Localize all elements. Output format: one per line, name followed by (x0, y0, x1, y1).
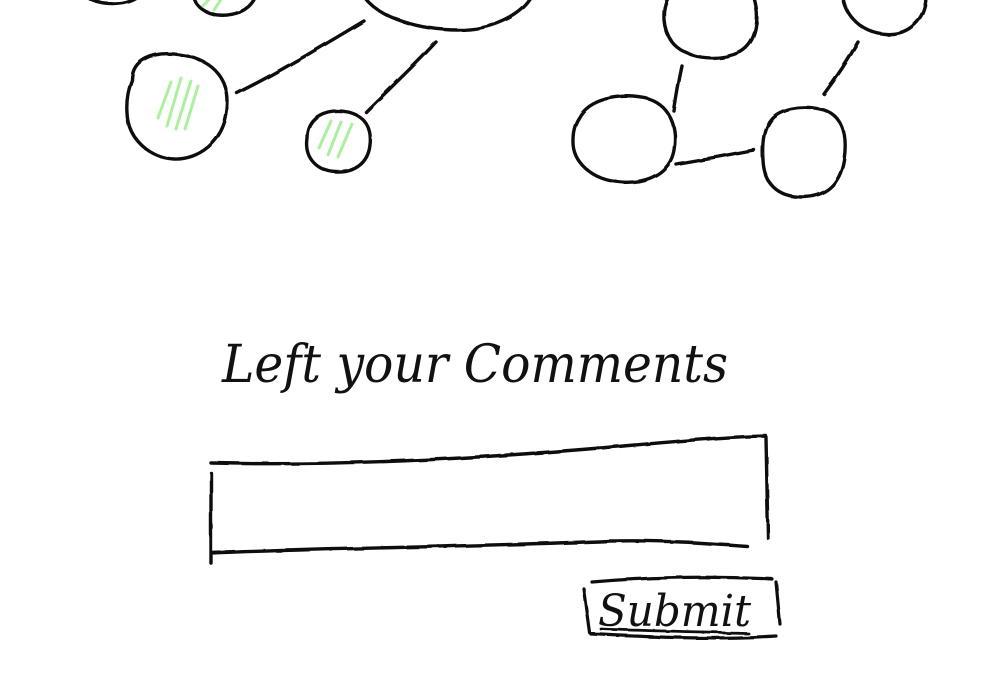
right-top-left-node (662, 0, 759, 60)
highlight-stroke (174, 79, 193, 131)
right-connection-line (672, 64, 684, 113)
highlight-stroke (183, 84, 200, 131)
comment-input[interactable] (209, 434, 770, 565)
submit-button-label: Submit (598, 586, 751, 637)
highlight-stroke (165, 76, 183, 128)
submit-button-border (582, 575, 782, 640)
right-node-bottom-right (760, 105, 847, 199)
right-connection-line (822, 40, 860, 96)
highlight-stroke (317, 119, 333, 150)
highlight-stroke (156, 80, 173, 120)
comment-input-border (209, 434, 770, 565)
left-connection-line (235, 19, 366, 95)
green-highlight-marks (156, 0, 354, 159)
comments-heading: Left your Comments (221, 335, 728, 395)
left-node-graph (88, 0, 532, 174)
highlight-stroke (201, 0, 211, 8)
right-node-graph (571, 0, 928, 199)
right-node-bottom-left (571, 94, 677, 184)
submit-underline (599, 627, 750, 635)
highlight-stroke (212, 0, 223, 12)
highlight-stroke (326, 120, 343, 157)
left-node-small-green (304, 109, 373, 174)
left-small-top-node-fragment (193, 0, 256, 17)
left-top-node-fragment (88, 0, 137, 6)
highlight-stroke (336, 122, 354, 159)
left-node-large-green (125, 52, 230, 161)
left-connection-line (364, 40, 438, 114)
left-large-top-node-fragment (364, 0, 532, 32)
right-connection-line (674, 148, 756, 166)
right-top-right-node (841, 0, 928, 36)
submit-button[interactable] (582, 575, 782, 641)
